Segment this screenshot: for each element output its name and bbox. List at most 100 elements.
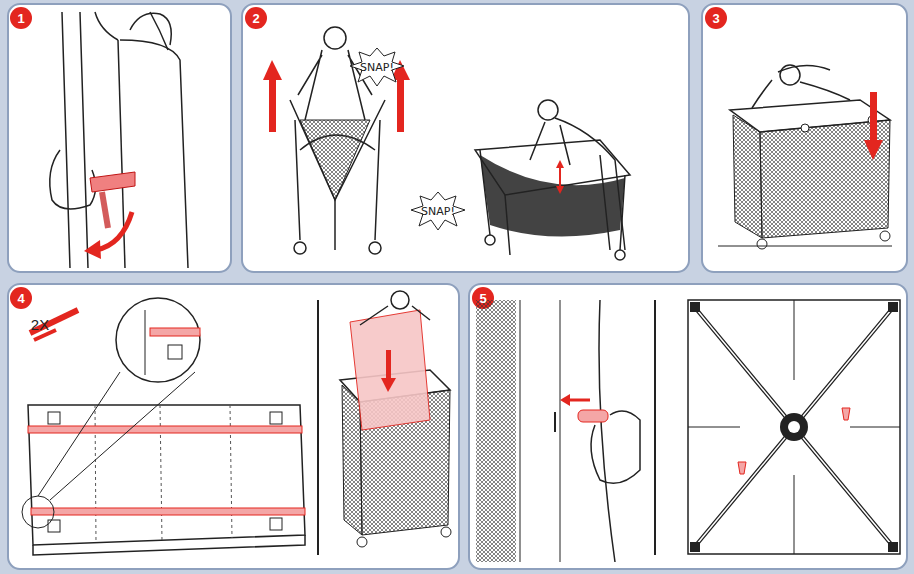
direction-arrow: [96, 212, 132, 250]
sound-effect: SNAP!: [421, 206, 455, 217]
mat-edge: [145, 310, 146, 375]
wheel: [880, 231, 890, 241]
arrow-head: [381, 378, 396, 392]
step-panel: [242, 4, 689, 272]
arrow-head: [556, 186, 564, 194]
wheel: [294, 242, 306, 254]
repeat-count: 2X: [31, 317, 49, 332]
wheel: [757, 239, 767, 249]
arrow-head: [84, 240, 101, 259]
step-badge: [10, 7, 32, 29]
wheel: [441, 527, 451, 537]
fastener: [48, 412, 60, 424]
mesh-side: [480, 155, 625, 236]
detail-marker: [22, 496, 54, 528]
slot: [554, 412, 556, 432]
direction-arrow: [568, 399, 590, 402]
person-body: [298, 50, 372, 120]
frame-outline: [688, 300, 900, 554]
step-panel: [702, 4, 907, 272]
step-number: 5: [479, 292, 486, 305]
fastener: [168, 345, 182, 359]
fastener: [48, 520, 60, 532]
center-hub: [780, 413, 808, 441]
wheel: [357, 537, 367, 547]
direction-arrow: [559, 165, 561, 188]
strap: [28, 426, 302, 433]
wheel: [369, 242, 381, 254]
floor-line: [718, 246, 892, 247]
strap: [31, 508, 305, 515]
mat-edge: [599, 300, 615, 562]
playard-rail: [290, 100, 385, 200]
arrow-head: [263, 60, 282, 80]
mesh-side: [476, 300, 516, 562]
arrow-head: [864, 140, 883, 160]
frame-line: [95, 12, 118, 40]
center-hub: [788, 421, 800, 433]
step-badge: [10, 287, 32, 309]
arrow-head: [556, 160, 564, 168]
wheel: [615, 250, 625, 260]
hub-button: [801, 124, 809, 132]
leader-line: [50, 372, 195, 500]
leader-line: [38, 372, 120, 496]
hand: [130, 13, 171, 45]
hand: [591, 411, 640, 483]
folded-playard: [50, 12, 188, 268]
mesh-side: [733, 115, 762, 238]
step-number: 3: [712, 12, 719, 25]
detail-magnifier: [116, 298, 200, 382]
mat-board: [350, 310, 430, 430]
step-panel: [8, 284, 459, 569]
step-panel: [8, 4, 231, 272]
direction-arrow: [269, 78, 276, 132]
corner-cap: [888, 302, 898, 312]
fastener: [270, 412, 282, 424]
frame-line: [520, 300, 560, 562]
plug: [842, 408, 850, 420]
corner-cap: [690, 302, 700, 312]
wheel: [485, 235, 495, 245]
person-head: [391, 291, 409, 309]
strap: [102, 192, 108, 228]
frame-line: [80, 12, 88, 268]
sound-effect: SNAP!: [360, 62, 394, 73]
strap-end: [34, 330, 56, 340]
strap-line: [688, 300, 900, 554]
direction-arrow: [386, 350, 391, 380]
direction-arrow: [870, 92, 877, 142]
person-head: [324, 27, 346, 49]
hand: [50, 150, 96, 209]
playard-leg: [295, 120, 380, 250]
fastener: [270, 518, 282, 530]
strap: [150, 328, 200, 336]
mat-edge: [33, 535, 305, 555]
step-number: 4: [17, 292, 24, 305]
mesh-side: [300, 120, 370, 200]
person-head: [538, 100, 558, 120]
arrow-head: [560, 394, 570, 406]
divider: [317, 300, 319, 555]
snap-burst: [350, 48, 404, 86]
step-badge: [245, 7, 267, 29]
divider: [654, 300, 656, 555]
mat-edge: [120, 40, 188, 268]
snap-burst: [411, 192, 465, 230]
corner-cap: [690, 542, 700, 552]
step-number: 1: [17, 12, 24, 25]
step-panel: [469, 284, 907, 569]
direction-arrow: [397, 78, 404, 132]
step-badge: [705, 7, 727, 29]
strap: [90, 172, 135, 192]
person-body: [360, 306, 430, 325]
plug: [738, 462, 746, 474]
frame-line: [62, 12, 70, 268]
person-pressing: [475, 100, 630, 260]
step-number: 2: [252, 12, 259, 25]
corner-cap: [888, 542, 898, 552]
plug: [578, 410, 608, 422]
playard-leg: [480, 150, 625, 255]
